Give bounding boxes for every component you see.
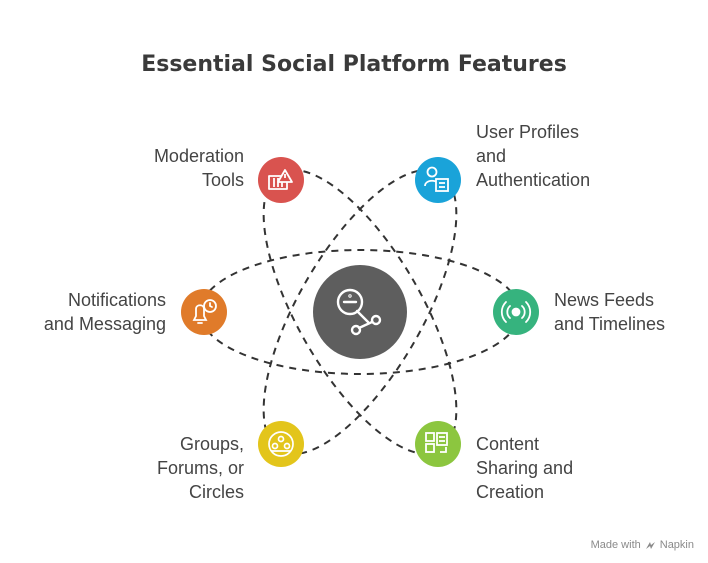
node-notifications xyxy=(181,289,227,335)
dashboard-warning-icon xyxy=(268,169,293,190)
node-moderation xyxy=(258,157,304,203)
content-layout-icon xyxy=(425,432,448,453)
label-feeds: News Feeds and Timelines xyxy=(554,290,666,334)
center-node xyxy=(313,265,407,359)
node-groups xyxy=(258,421,304,467)
node-content xyxy=(415,421,461,467)
brand-text: Napkin xyxy=(659,539,694,551)
broadcast-icon xyxy=(500,301,532,323)
napkin-logo-icon xyxy=(645,541,655,549)
user-id-card-icon xyxy=(424,166,449,192)
group-circle-icon xyxy=(268,431,294,457)
label-profiles: User Profiles and Authentication xyxy=(476,122,591,190)
made-with-text: Made with xyxy=(590,539,641,551)
label-content: Content Sharing and Creation xyxy=(476,434,574,502)
label-moderation: Moderation Tools xyxy=(153,146,244,190)
bell-clock-icon xyxy=(192,299,217,324)
label-notifications: Notifications and Messaging xyxy=(43,290,166,334)
node-feeds xyxy=(493,289,539,335)
node-profiles xyxy=(415,157,461,203)
label-groups: Groups, Forums, or Circles xyxy=(156,434,244,502)
made-with-badge: Made with Napkin xyxy=(591,539,694,551)
page-title: Essential Social Platform Features xyxy=(141,52,567,77)
user-network-icon xyxy=(336,288,382,336)
